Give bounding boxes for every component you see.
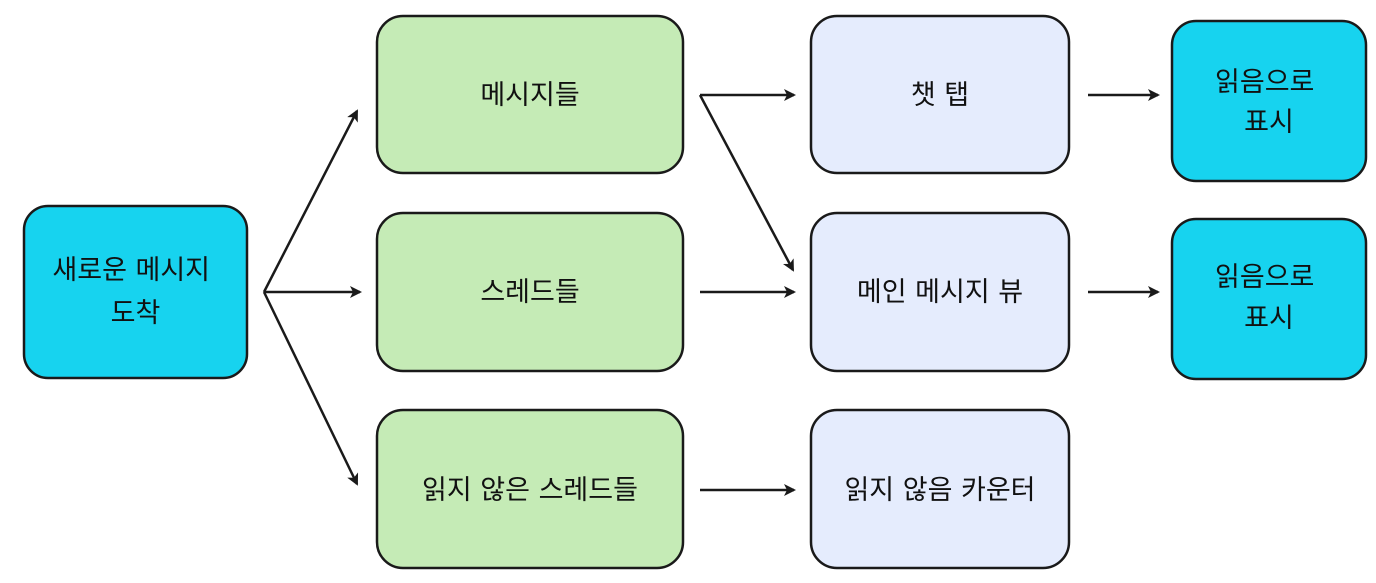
edge-new-message-to-messages (262, 109, 359, 293)
edges (262, 89, 1160, 496)
node-chat-tab-label: 챗 탭 (911, 80, 969, 111)
node-new-message-box (22, 204, 249, 380)
node-mark-read-1-label: 읽음으로 표시 (1215, 67, 1323, 138)
node-new-message-label: 새로운 메시지 도착 (52, 255, 218, 329)
node-messages: 메시지들 (375, 14, 685, 175)
node-unread-counter-line-1: 읽지 않음 카운터 (844, 475, 1035, 506)
node-unread-threads-label: 읽지 않은 스레드들 (422, 475, 638, 506)
node-unread-counter-label: 읽지 않음 카운터 (844, 475, 1035, 506)
nodes: 새로운 메시지 도착 메시지들 스레드들 읽지 않은 스레드들 (22, 14, 1368, 570)
node-threads-box (375, 211, 685, 373)
node-threads-label: 스레드들 (480, 277, 579, 308)
node-new-message-line-2: 도착 (111, 298, 161, 329)
node-new-message-line-1: 새로운 메시지 (52, 255, 210, 286)
node-unread-threads: 읽지 않은 스레드들 (375, 408, 685, 570)
edge-new-message-to-unread-threads (262, 291, 359, 486)
node-threads-line-1: 스레드들 (480, 277, 579, 308)
node-mark-read-1-line-2: 표시 (1244, 107, 1294, 138)
node-mark-read-1-box (1170, 19, 1368, 183)
node-unread-threads-box (375, 408, 685, 570)
node-messages-label: 메시지들 (480, 80, 579, 111)
node-chat-tab: 챗 탭 (809, 14, 1071, 175)
node-main-view: 메인 메시지 뷰 (809, 211, 1071, 373)
node-messages-box (375, 14, 685, 175)
node-mark-read-1: 읽음으로 표시 (1170, 19, 1368, 183)
node-unread-threads-line-1: 읽지 않은 스레드들 (422, 475, 638, 506)
node-unread-counter: 읽지 않음 카운터 (809, 408, 1071, 570)
node-main-view-box (809, 211, 1071, 373)
node-mark-read-1-line-1: 읽음으로 (1215, 67, 1314, 98)
node-mark-read-2-box (1170, 217, 1368, 381)
node-unread-counter-box (809, 408, 1071, 570)
edge-messages-to-main-view (698, 94, 795, 272)
node-threads: 스레드들 (375, 211, 685, 373)
node-main-view-line-1: 메인 메시지 뷰 (857, 277, 1023, 308)
node-chat-tab-box (809, 14, 1071, 175)
node-mark-read-2: 읽음으로 표시 (1170, 217, 1368, 381)
node-chat-tab-line-1: 챗 탭 (911, 80, 969, 111)
node-messages-line-1: 메시지들 (480, 80, 579, 111)
node-main-view-label: 메인 메시지 뷰 (857, 277, 1023, 308)
node-new-message: 새로운 메시지 도착 (22, 204, 249, 380)
node-mark-read-2-line-1: 읽음으로 (1215, 262, 1314, 293)
node-mark-read-2-line-2: 표시 (1244, 303, 1294, 334)
node-mark-read-2-label: 읽음으로 표시 (1215, 262, 1323, 334)
